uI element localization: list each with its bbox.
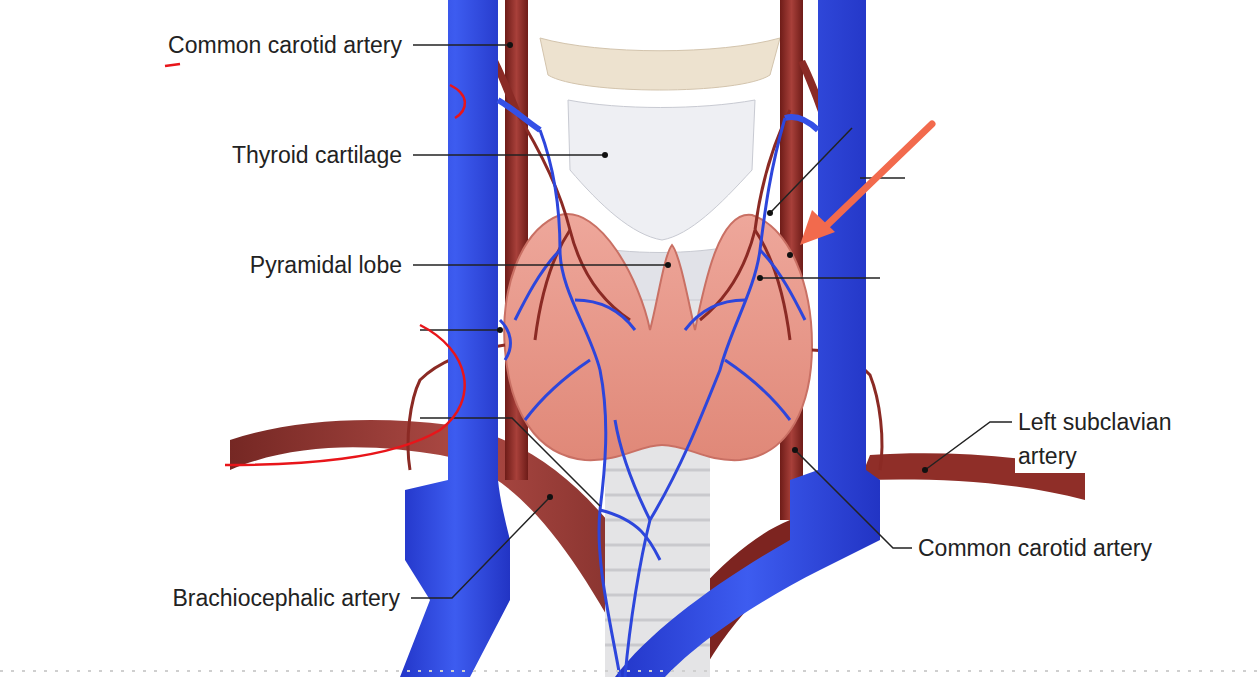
part-label: Brachiocephalic artery [169, 583, 403, 613]
part-label: Common carotid artery [165, 30, 405, 60]
part-label: Thyroid cartilage [229, 140, 405, 170]
part-label: Pyramidal lobe [247, 250, 405, 280]
part-label: Left subclavian artery [1015, 405, 1226, 473]
part-label: Common carotid artery [915, 533, 1155, 563]
